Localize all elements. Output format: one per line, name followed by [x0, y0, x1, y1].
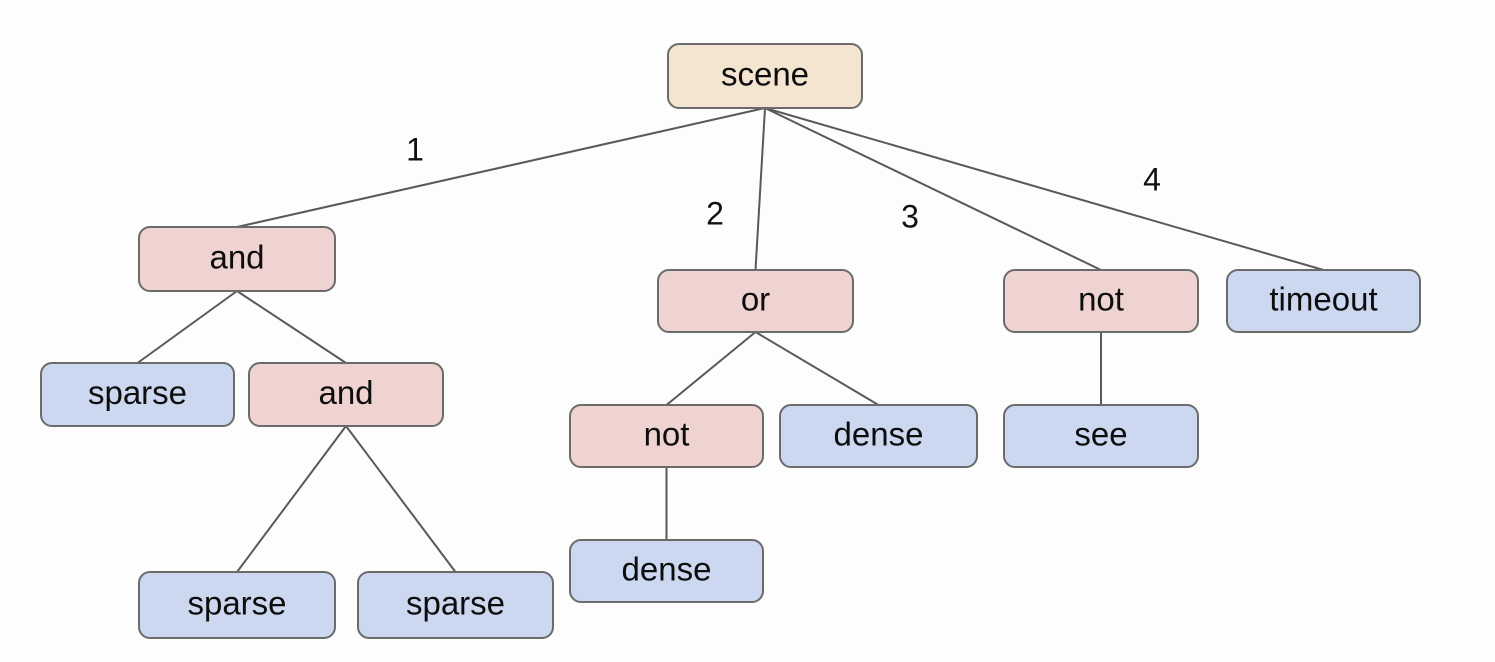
tree-edge	[764, 107, 1102, 271]
tree-node-dense-2[interactable]: dense	[569, 539, 764, 603]
tree-edge	[236, 107, 766, 228]
node-label: sparse	[406, 585, 505, 622]
node-shape	[779, 404, 978, 468]
node-label: and	[318, 374, 373, 411]
node-shape	[40, 362, 235, 427]
node-label: or	[741, 281, 770, 318]
node-label: dense	[834, 416, 924, 453]
tree-node-sparse-3[interactable]: sparse	[357, 571, 554, 639]
edge-labels-layer: 1 2 3 4	[406, 131, 1161, 234]
tree-edge	[754, 331, 880, 406]
node-shape	[138, 571, 336, 639]
edge-label-2: 2	[706, 195, 724, 231]
nodes-layer: scene and sparse and sparse sparse or not dense d…	[40, 43, 1421, 639]
node-label: not	[1078, 281, 1124, 318]
node-shape	[357, 571, 554, 639]
node-label: dense	[622, 551, 712, 588]
tree-node-or-1[interactable]: or	[657, 269, 854, 333]
tree-edge	[236, 290, 347, 364]
node-shape	[657, 269, 854, 333]
node-shape	[1003, 269, 1199, 333]
tree-node-timeout-1[interactable]: timeout	[1226, 269, 1421, 333]
edge-label-3: 3	[901, 198, 919, 234]
edges-layer	[136, 107, 1325, 573]
node-shape	[138, 226, 336, 292]
tree-edge	[236, 425, 347, 573]
tree-edge	[665, 331, 757, 406]
tree-edge	[754, 107, 766, 271]
node-shape	[667, 43, 863, 109]
node-shape	[1226, 269, 1421, 333]
tree-node-see-1[interactable]: see	[1003, 404, 1199, 468]
node-label: timeout	[1269, 281, 1377, 318]
tree-node-not-1[interactable]: not	[569, 404, 764, 468]
node-label: see	[1074, 416, 1127, 453]
tree-node-not-2[interactable]: not	[1003, 269, 1199, 333]
node-label: sparse	[187, 585, 286, 622]
node-shape	[1003, 404, 1199, 468]
edge-label-1: 1	[406, 131, 424, 167]
tree-node-sparse-1[interactable]: sparse	[40, 362, 235, 427]
node-label: not	[644, 416, 690, 453]
tree-node-and-2[interactable]: and	[248, 362, 444, 427]
node-label: scene	[721, 56, 809, 93]
tree-node-scene[interactable]: scene	[667, 43, 863, 109]
edge-label-4: 4	[1143, 161, 1161, 197]
tree-node-sparse-2[interactable]: sparse	[138, 571, 336, 639]
tree-node-dense-1[interactable]: dense	[779, 404, 978, 468]
tree-node-and-1[interactable]: and	[138, 226, 336, 292]
tree-edge	[345, 425, 457, 573]
node-label: sparse	[88, 374, 187, 411]
node-label: and	[209, 239, 264, 276]
node-shape	[569, 404, 764, 468]
node-shape	[248, 362, 444, 427]
tree-edge	[764, 107, 1325, 271]
tree-edge	[136, 290, 238, 364]
node-shape	[569, 539, 764, 603]
